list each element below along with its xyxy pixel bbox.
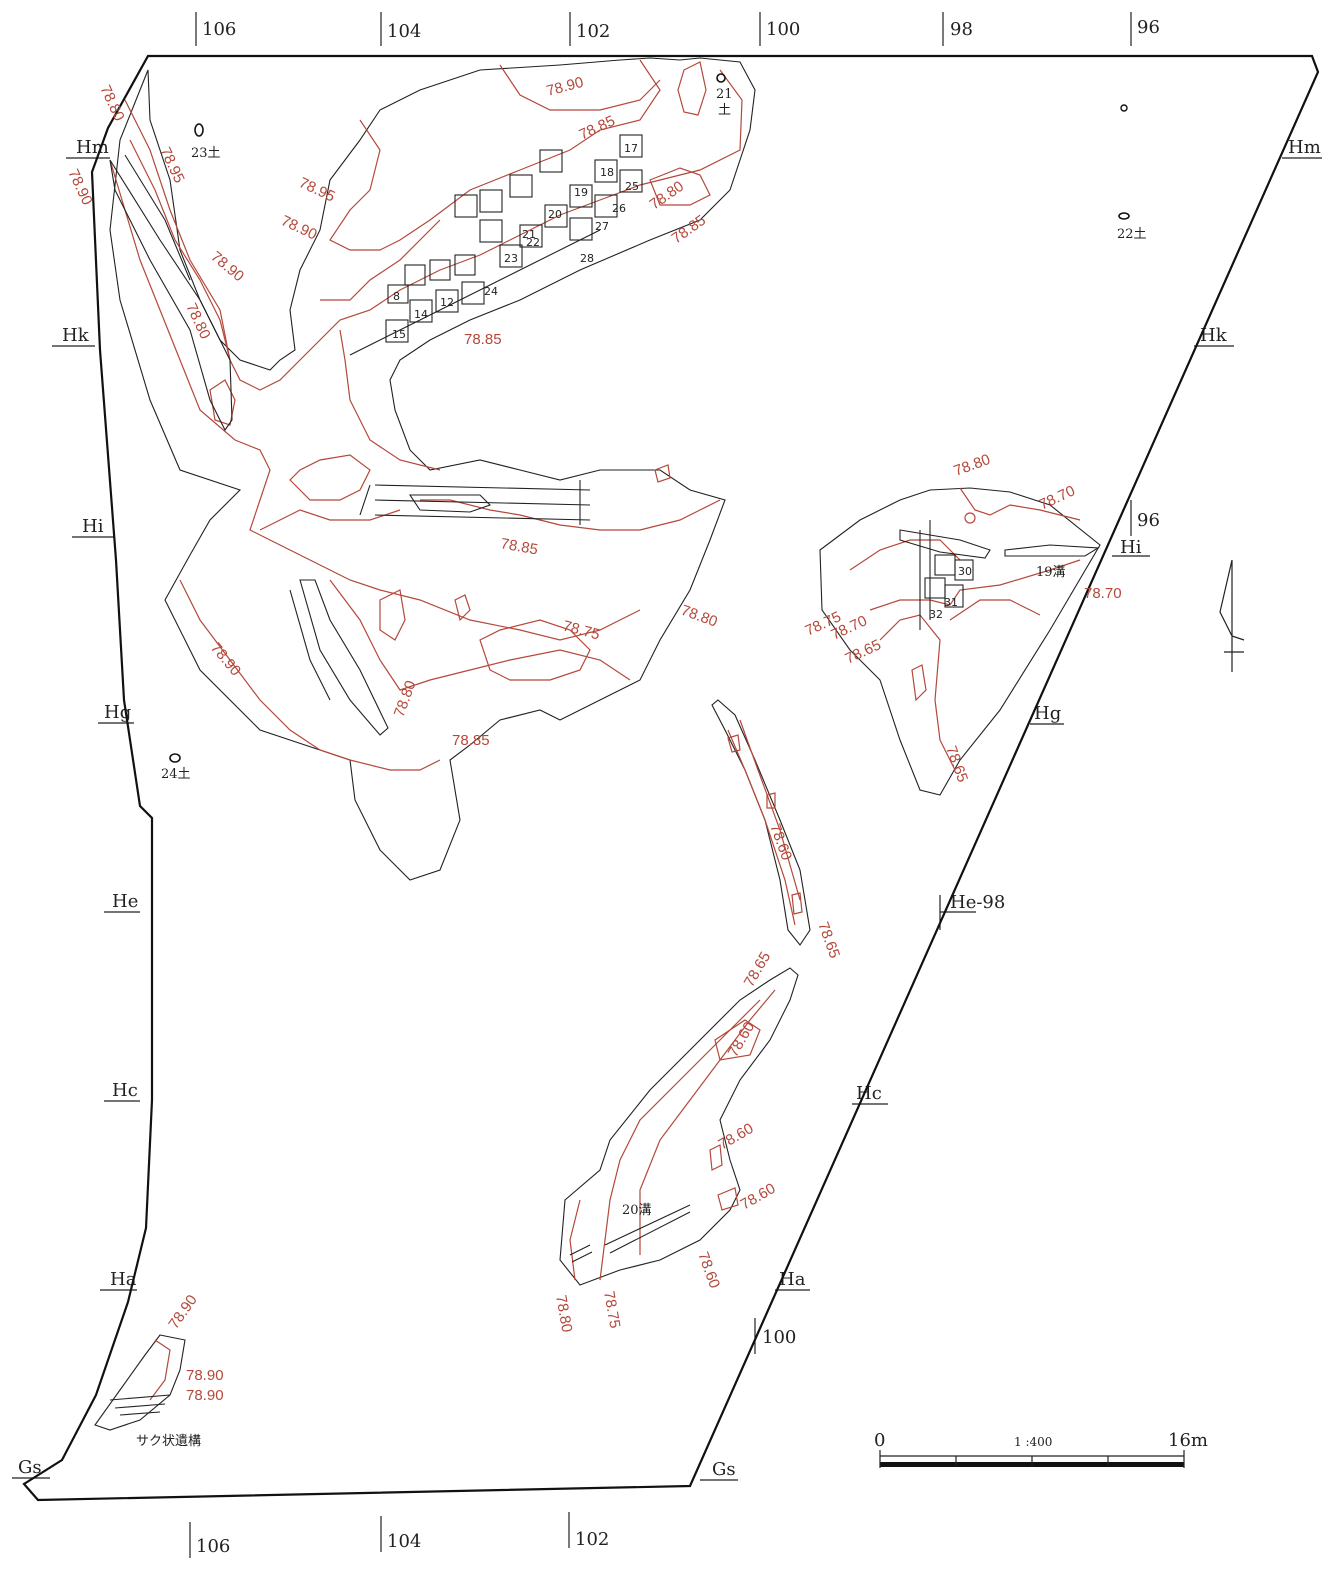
saku-remains-area xyxy=(94,1334,186,1431)
elev-label-35: 78.90 xyxy=(165,1292,200,1333)
grid-bottom-106: 106 xyxy=(196,1536,230,1557)
grid-inner-96: 96 xyxy=(1137,510,1160,531)
grid-right-He-98: He-98 xyxy=(950,892,1005,913)
central-strip-area xyxy=(711,699,811,946)
grid-right-Hk: Hk xyxy=(1200,325,1228,346)
grid-top-104: 104 xyxy=(387,21,421,42)
ditch-20-label: 20溝 xyxy=(622,1203,652,1218)
grid-top-100: 100 xyxy=(766,19,800,40)
pit-21-label-kanji: 土 xyxy=(718,103,731,118)
elev-label-6: 78.90 xyxy=(278,212,319,243)
elev-label-13: 78.85 xyxy=(452,732,490,749)
pit-label-31: 31 xyxy=(944,596,958,609)
grid-right-Hm: Hm xyxy=(1288,137,1321,158)
pit-label-32: 32 xyxy=(929,608,943,621)
elev-label-14: 78.80 xyxy=(679,602,720,631)
elevation-labels: 78.80 78.90 78.95 78.90 78.80 78.95 78.9… xyxy=(64,74,1121,1404)
elev-label-36: 78.90 xyxy=(186,1367,224,1384)
elev-label-29: 78.60 xyxy=(725,1019,758,1060)
elev-label-16: 78.90 xyxy=(207,640,244,680)
pit-label-24: 24 xyxy=(484,285,498,298)
pit-22-label: 22土 xyxy=(1117,227,1147,242)
grid-top-106: 106 xyxy=(202,19,236,40)
pit-label-20: 20 xyxy=(548,208,562,221)
elev-label-3: 78.90 xyxy=(207,248,247,285)
elev-label-32: 78.60 xyxy=(694,1250,723,1291)
site-boundary xyxy=(22,54,1320,1502)
elev-label-12: 78.85 xyxy=(499,535,539,558)
pit-label-23: 23 xyxy=(504,252,518,265)
elev-label-28: 78.65 xyxy=(741,949,774,990)
elev-label-34: 78.75 xyxy=(600,1290,623,1330)
pit-label-21: 21 xyxy=(522,228,536,241)
grid-bottom-104: 104 xyxy=(387,1531,421,1552)
elev-label-37: 78.90 xyxy=(186,1387,224,1404)
grid-left-He: He xyxy=(112,891,138,912)
elev-label-4: 78.80 xyxy=(182,301,213,342)
pit-label-15: 15 xyxy=(392,328,406,341)
scale-end: 16m xyxy=(1168,1430,1208,1451)
pit-label-26: 26 xyxy=(612,202,626,215)
grid-left-Gs: Gs xyxy=(18,1457,42,1478)
elev-label-2: 78.95 xyxy=(156,145,187,186)
right-excavation-area xyxy=(819,487,1101,796)
grid-left-Ha: Ha xyxy=(110,1269,137,1290)
elev-label-20: 78.70 xyxy=(1037,482,1078,513)
pit-label-27: 27 xyxy=(595,220,609,233)
elev-label-25: 78.65 xyxy=(942,744,971,785)
grid-right-Gs: Gs xyxy=(712,1459,736,1480)
pit-label-12: 12 xyxy=(440,296,454,309)
grid-left-Hk: Hk xyxy=(62,325,90,346)
elev-label-21: 78.70 xyxy=(1084,585,1122,602)
grid-top-98: 98 xyxy=(950,19,973,40)
upper-excavation-area xyxy=(109,57,756,881)
elev-label-33: 78.80 xyxy=(552,1294,575,1334)
pit-label-22: 22 xyxy=(526,236,540,249)
grid-bottom-ticks xyxy=(189,1512,570,1558)
elev-label-27: 78.65 xyxy=(814,920,843,961)
grid-left-Hi: Hi xyxy=(82,516,104,537)
pit-label-17: 17 xyxy=(624,142,638,155)
grid-top-ticks xyxy=(195,12,1132,46)
lower-excavation-area xyxy=(559,967,799,1286)
scale-bar xyxy=(879,1450,1185,1468)
small-pits xyxy=(169,73,1130,763)
pit-label-14: 14 xyxy=(414,308,428,321)
elev-label-17: 78.80 xyxy=(391,678,420,719)
grid-bottom-102: 102 xyxy=(575,1529,609,1550)
ditch-19-label: 19溝 xyxy=(1036,565,1066,580)
grid-right-Hg: Hg xyxy=(1034,703,1061,724)
grid-left-Hm: Hm xyxy=(76,137,109,158)
grid-right-Hi: Hi xyxy=(1120,537,1142,558)
pit-23-label: 23土 xyxy=(191,146,221,161)
elev-label-15: 78.75 xyxy=(561,617,602,643)
grid-right-Ha: Ha xyxy=(779,1269,806,1290)
grid-top-96: 96 xyxy=(1137,17,1160,38)
scale-start: 0 xyxy=(874,1430,885,1451)
pit-cluster-upper xyxy=(349,134,643,356)
grid-left-Hc: Hc xyxy=(112,1080,138,1101)
elev-label-8: 78.85 xyxy=(577,112,618,143)
pit-label-8: 8 xyxy=(393,290,400,303)
elev-label-19: 78.80 xyxy=(952,451,993,480)
saku-remains-label: サク状遺構 xyxy=(136,1434,201,1449)
pit-label-30: 30 xyxy=(958,565,972,578)
north-arrow xyxy=(1219,559,1245,672)
pit-label-18: 18 xyxy=(600,166,614,179)
scale-ratio: 1 :400 xyxy=(1014,1435,1052,1449)
elev-label-9: 78.85 xyxy=(669,212,710,247)
elev-label-11: 78.85 xyxy=(464,331,502,348)
elev-label-10: 78.80 xyxy=(647,178,688,213)
elev-label-7: 78.90 xyxy=(545,74,586,100)
pit-21-label: 21 xyxy=(716,87,733,102)
pit-label-19: 19 xyxy=(574,186,588,199)
grid-top-102: 102 xyxy=(576,21,610,42)
pit-24-label: 24土 xyxy=(161,767,191,782)
pit-label-25: 25 xyxy=(625,180,639,193)
pit-label-28: 28 xyxy=(580,252,594,265)
elev-label-31: 78.60 xyxy=(738,1180,779,1213)
grid-inner-100: 100 xyxy=(762,1327,796,1348)
